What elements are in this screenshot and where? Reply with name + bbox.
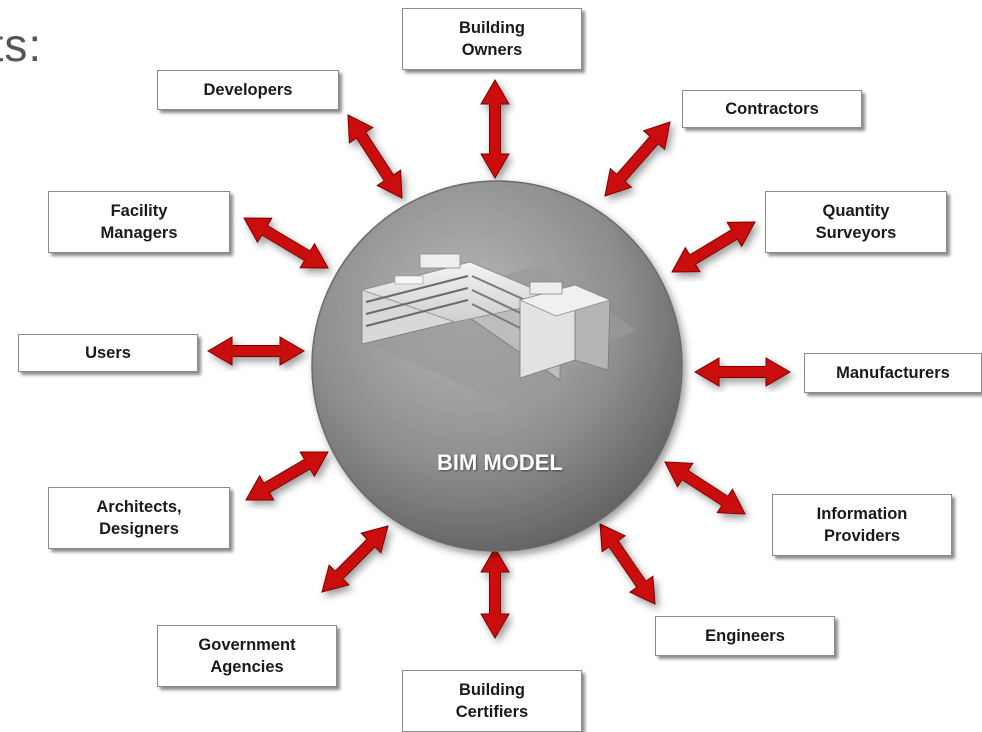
arrow-facility-managers — [243, 217, 329, 269]
stakeholder-box-manufacturers: Manufacturers — [804, 353, 982, 393]
stakeholder-box-information-providers: Information Providers — [772, 494, 952, 556]
stakeholder-box-building-certifiers: Building Certifiers — [402, 670, 582, 732]
stakeholder-box-building-owners: Building Owners — [402, 8, 582, 70]
arrow-information-providers — [664, 461, 746, 515]
arrow-architects-designers — [245, 451, 329, 501]
arrow-manufacturers — [694, 357, 791, 387]
stakeholder-box-contractors: Contractors — [682, 90, 862, 128]
building-model-illustration — [348, 253, 636, 410]
stakeholder-box-facility-managers: Facility Managers — [48, 191, 230, 253]
stakeholder-box-government-agencies: Government Agencies — [157, 625, 337, 687]
arrow-building-owners — [480, 79, 510, 179]
bim-model-label: BIM MODEL — [437, 450, 563, 475]
arrow-developers — [347, 114, 403, 199]
stakeholder-box-users: Users — [18, 334, 198, 372]
stakeholder-box-architects-designers: Architects, Designers — [48, 487, 230, 549]
arrow-engineers — [599, 523, 656, 605]
arrow-contractors — [604, 121, 671, 197]
arrow-building-certifiers — [480, 547, 510, 639]
stakeholder-box-developers: Developers — [157, 70, 339, 110]
arrow-users — [207, 336, 305, 366]
stakeholder-box-engineers: Engineers — [655, 616, 835, 656]
slide-title-fragment: ats: — [0, 19, 43, 71]
arrow-government-agencies — [321, 525, 389, 593]
arrow-quantity-surveyors — [671, 221, 756, 273]
stakeholder-box-quantity-surveyors: Quantity Surveyors — [765, 191, 947, 253]
arrows-group — [207, 79, 791, 639]
